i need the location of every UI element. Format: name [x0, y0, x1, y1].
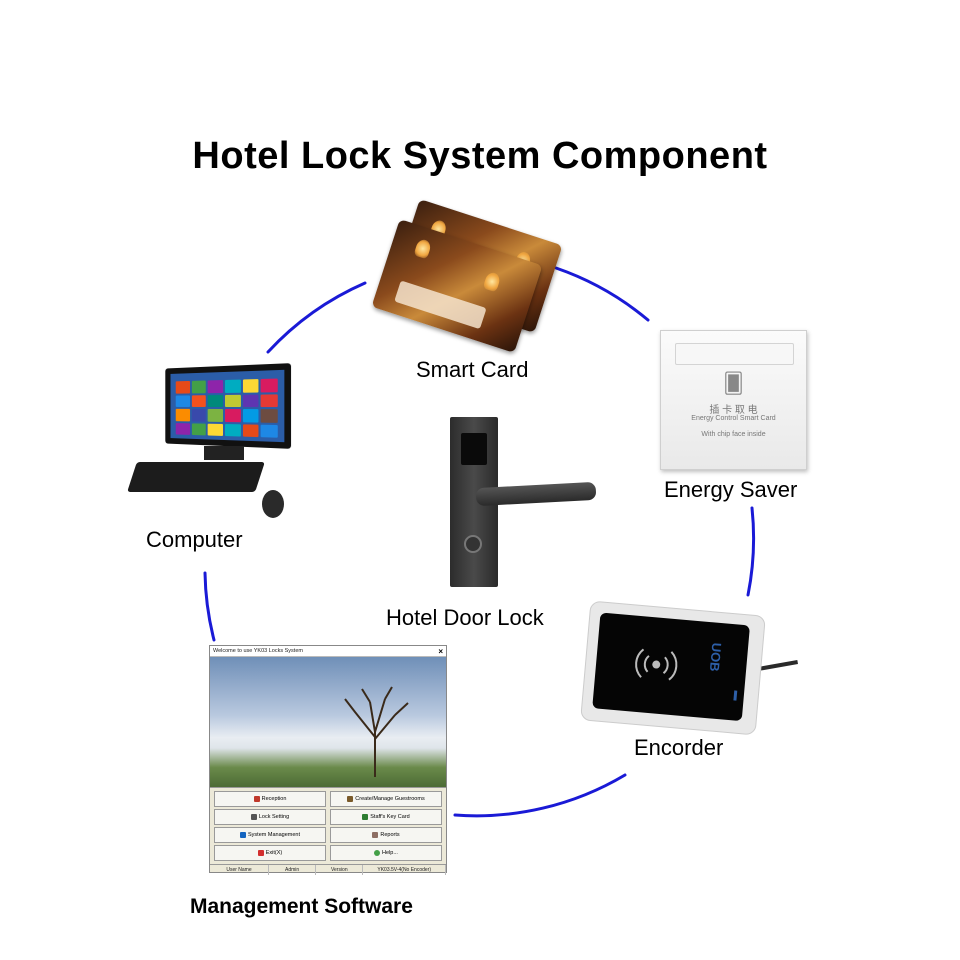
status-user-label: User Name [210, 865, 269, 875]
house-icon [347, 796, 354, 802]
keyboard [127, 462, 265, 492]
lock-setting-button[interactable]: Lock Setting [214, 809, 326, 825]
software-label: Management Software [190, 895, 413, 918]
system-management-button[interactable]: System Management [214, 827, 326, 843]
smart-card-image [371, 199, 563, 353]
status-user-value: Admin [269, 865, 317, 875]
keyhole [464, 535, 482, 553]
software-window: Welcome to use YK03 Locks System × Recep… [209, 645, 447, 875]
status-bar: User Name Admin Version YK03.5V-4(No Enc… [210, 864, 446, 875]
guestrooms-button[interactable]: Create/Manage Guestrooms [330, 791, 442, 807]
rfid-waves-icon [635, 648, 678, 681]
lock-icon [250, 814, 257, 820]
door-lock-label: Hotel Door Lock [386, 605, 544, 630]
computer-label: Computer [146, 527, 243, 552]
people-icon [362, 814, 369, 820]
help-icon [374, 850, 381, 856]
encoder-face: UOB [592, 612, 750, 722]
energy-saver-label: Energy Saver [664, 477, 798, 502]
landscape-photo [210, 657, 446, 788]
computer-image [122, 362, 297, 522]
mouse [262, 490, 284, 518]
reports-button[interactable]: Reports [330, 827, 442, 843]
gears-icon [240, 832, 247, 838]
reception-button[interactable]: Reception [214, 791, 326, 807]
menu-buttons: Reception Create/Manage Guestrooms Lock … [210, 788, 446, 864]
encoder-label: Encorder [634, 735, 724, 760]
door-lock-image [448, 415, 597, 590]
document-icon [372, 832, 379, 838]
monitor-stand [204, 446, 244, 460]
ring-arc-software-computer [203, 571, 216, 642]
energy-saver-line2: With chip face inside [701, 431, 766, 438]
smart-card-label: Smart Card [416, 357, 529, 382]
encoder-brand: UOB [706, 642, 725, 673]
ring-arc-computer-card [266, 281, 367, 354]
ring-arc-encoder-software [453, 773, 627, 818]
reception-icon [253, 796, 260, 802]
encoder-image: UOB [580, 600, 766, 736]
encoder-led [733, 690, 738, 701]
page-title: Hotel Lock System Component [192, 135, 768, 177]
energy-saver-chinese: 插 卡 取 电 [709, 405, 758, 416]
x-icon [257, 850, 264, 856]
status-version-value: YK03.5V-4(No Encoder) [363, 865, 446, 875]
close-icon[interactable]: × [438, 646, 443, 656]
status-version-label: Version [316, 865, 364, 875]
card-slot [675, 343, 794, 365]
monitor [165, 363, 292, 449]
window-titlebar: Welcome to use YK03 Locks System × [210, 646, 446, 657]
staff-key-card-button[interactable]: Staff's Key Card [330, 809, 442, 825]
energy-saver-card-icon: 🂠 [723, 373, 744, 395]
energy-saver-image: 🂠 插 卡 取 电 Energy Control Smart Card With… [660, 330, 807, 470]
window-title: Welcome to use YK03 Locks System [213, 648, 303, 654]
card-reader-window [461, 433, 487, 465]
exit-button[interactable]: Exit(X) [214, 845, 326, 861]
tree-illustration [344, 686, 409, 777]
energy-saver-line1: Energy Control Smart Card [691, 415, 776, 422]
start-screen [170, 369, 285, 443]
ring-arc-saver-encoder [746, 506, 756, 597]
help-button[interactable]: Help... [330, 845, 442, 861]
ring-arc-card-saver [554, 266, 650, 322]
